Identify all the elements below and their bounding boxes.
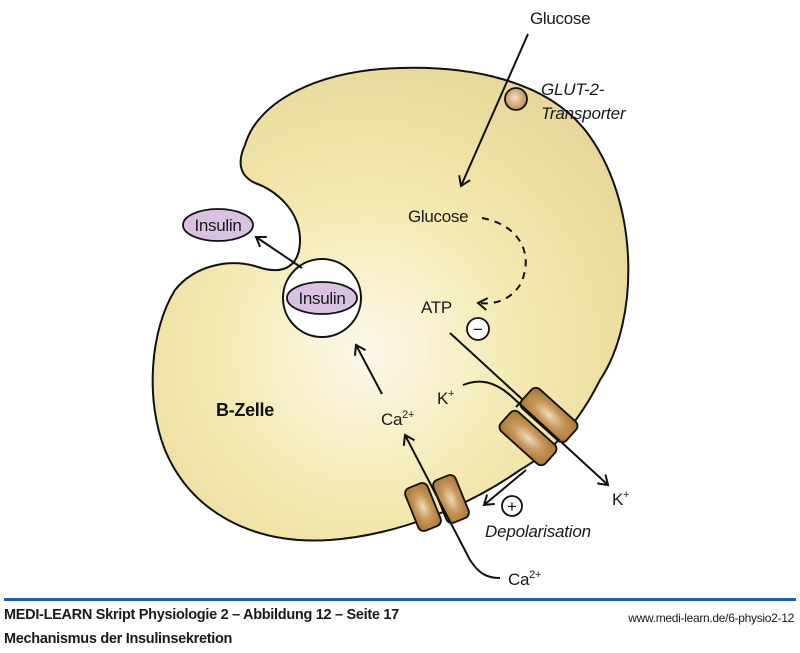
k-inside-label: K+ xyxy=(437,388,454,408)
figure-title: MEDI-LEARN Skript Physiologie 2 – Abbild… xyxy=(4,607,399,623)
glucose-outside-label: Glucose xyxy=(530,9,590,28)
k-efflux-arrow xyxy=(462,380,610,487)
ca-inside-label: Ca2+ xyxy=(381,409,414,429)
figure-subtitle: Mechanismus der Insulinsekretion xyxy=(4,631,233,647)
released-insulin xyxy=(182,208,254,242)
ca-influx-arrow xyxy=(402,433,501,579)
b-cell-body xyxy=(151,66,630,542)
cell-label: B-Zelle xyxy=(216,400,274,420)
exocytosis-arrow xyxy=(254,235,303,269)
glut2-label-line2: Transporter xyxy=(541,104,627,123)
glucose-entry-arrow xyxy=(458,33,529,188)
depolarisation-arrow xyxy=(482,469,527,507)
insulin-secretion-diagram: − + Insulin Insulin Glucose GLUT-2- Tran… xyxy=(151,9,630,589)
figure-url[interactable]: www.medi-learn.de/6-physio2-12 xyxy=(628,611,794,625)
glut2-transporter xyxy=(504,87,528,111)
glut2-label-line1: GLUT-2- xyxy=(541,80,605,99)
k-outside-label: K+ xyxy=(612,489,629,509)
ca-channel xyxy=(404,474,470,532)
glycolysis-dashed-arrow xyxy=(476,217,527,311)
k-atp-channel xyxy=(498,386,579,467)
insulin-vesicle-label: Insulin xyxy=(298,289,345,308)
atp-inhibition-line xyxy=(449,332,524,401)
glucose-inside-label: Glucose xyxy=(408,207,468,226)
depolarisation-label: Depolarisation xyxy=(485,522,591,541)
svg-text:Ca2+: Ca2+ xyxy=(508,569,541,589)
released-insulin-label: Insulin xyxy=(194,216,241,235)
insulin-granule xyxy=(286,281,358,315)
activate-sign: + xyxy=(501,495,523,517)
svg-text:+: + xyxy=(507,497,517,516)
svg-text:Ca2+: Ca2+ xyxy=(381,409,414,429)
footer-rule xyxy=(4,598,796,601)
svg-text:−: − xyxy=(473,320,483,339)
svg-text:K+: K+ xyxy=(437,388,454,408)
inhibit-sign: − xyxy=(466,317,490,341)
atp-label: ATP xyxy=(421,298,452,317)
svg-text:K+: K+ xyxy=(612,489,629,509)
ca-outside-label: Ca2+ xyxy=(508,569,541,589)
ca-to-vesicle-arrow xyxy=(353,343,383,395)
